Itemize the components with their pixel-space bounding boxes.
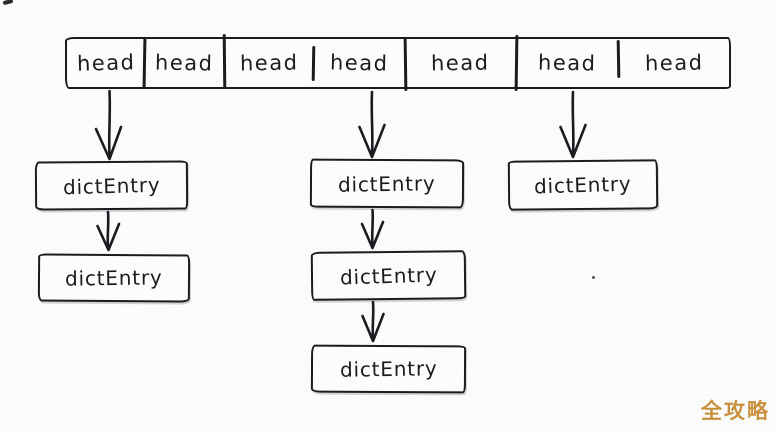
bucket-cell-7: head <box>616 39 729 87</box>
bucket-cell-3: head <box>222 33 313 90</box>
bucket-cell-5: head <box>403 37 516 92</box>
cell-divider <box>311 45 315 82</box>
head-label: head <box>239 50 299 76</box>
dictentry-label: dictEntry <box>338 170 436 197</box>
head-label: head <box>154 50 214 76</box>
dictentry-label: dictEntry <box>533 171 633 199</box>
arrow-bucket1-to-chain1 <box>107 89 112 158</box>
arrowhead-chain2-entry2-to-entry3 <box>361 312 385 343</box>
bucket-cell-6: head <box>514 34 618 92</box>
watermark-text: 全攻略 <box>701 399 770 423</box>
dictentry-box: dictEntry <box>309 158 465 209</box>
head-label: head <box>644 50 704 76</box>
dictentry-label: dictEntry <box>339 261 438 290</box>
arrow-chain2-entry2-to-entry3 <box>371 300 375 340</box>
arrow-bucket6-to-chain3 <box>571 90 575 157</box>
bucket-cell-1: head <box>67 39 145 87</box>
bucket-cell-2: head <box>142 36 225 90</box>
cell-divider <box>514 34 518 92</box>
dictentry-box: dictEntry <box>34 160 189 211</box>
cell-divider <box>142 36 147 90</box>
cell-divider <box>403 37 407 92</box>
arrowhead-bucket4-to-chain2 <box>358 123 386 159</box>
ink-speck <box>2 0 14 6</box>
dictentry-label: dictEntry <box>65 265 163 291</box>
head-label: head <box>538 50 597 76</box>
arrowhead-bucket1-to-chain1 <box>94 125 123 161</box>
cell-divider <box>616 39 621 79</box>
bucket-cell-4: head <box>311 39 405 87</box>
arrowhead-chain1-entry1-to-entry2 <box>96 222 121 252</box>
dictentry-label: dictEntry <box>339 356 438 382</box>
hash-bucket-array: head head head head head head head <box>65 33 731 92</box>
head-label: head <box>431 50 490 76</box>
head-label: head <box>76 50 136 76</box>
arrowhead-bucket6-to-chain3 <box>559 123 587 159</box>
dot-speck <box>592 276 595 279</box>
arrow-bucket4-to-chain2 <box>370 90 374 157</box>
head-label: head <box>329 50 389 76</box>
dictentry-box: dictEntry <box>507 159 659 211</box>
arrow-chain1-entry1-to-entry2 <box>106 210 110 248</box>
arrow-chain2-entry1-to-entry2 <box>370 208 375 246</box>
dictentry-box: dictEntry <box>310 250 467 301</box>
dictentry-box: dictEntry <box>37 253 191 303</box>
cell-divider <box>222 33 226 90</box>
dictentry-label: dictEntry <box>62 172 161 199</box>
dictentry-box: dictEntry <box>310 344 467 394</box>
arrowhead-chain2-entry1-to-entry2 <box>360 220 385 250</box>
